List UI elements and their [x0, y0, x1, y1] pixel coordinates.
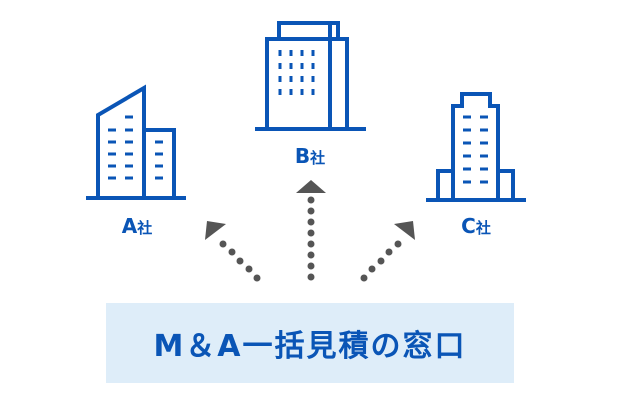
company-b-label: B社	[280, 144, 340, 168]
company-c-letter: C	[461, 214, 476, 238]
company-a-suffix: 社	[137, 219, 153, 237]
company-c-suffix: 社	[475, 219, 491, 237]
hub-banner: M＆A一括見積の窓口	[106, 303, 514, 383]
arrow-up-icon	[296, 180, 326, 281]
building-c-icon	[426, 92, 526, 202]
company-b-letter: B	[294, 144, 311, 168]
company-b-suffix: 社	[310, 149, 326, 167]
company-a-letter: A	[121, 214, 138, 238]
hub-label: M＆A一括見積の窓口	[153, 329, 467, 364]
building-b-icon	[255, 21, 366, 131]
company-c-label: C社	[446, 214, 506, 238]
arrow-right-icon	[360, 221, 415, 282]
building-a-icon	[86, 84, 186, 200]
arrow-left-icon	[205, 221, 261, 282]
company-a-label: A社	[107, 214, 167, 238]
